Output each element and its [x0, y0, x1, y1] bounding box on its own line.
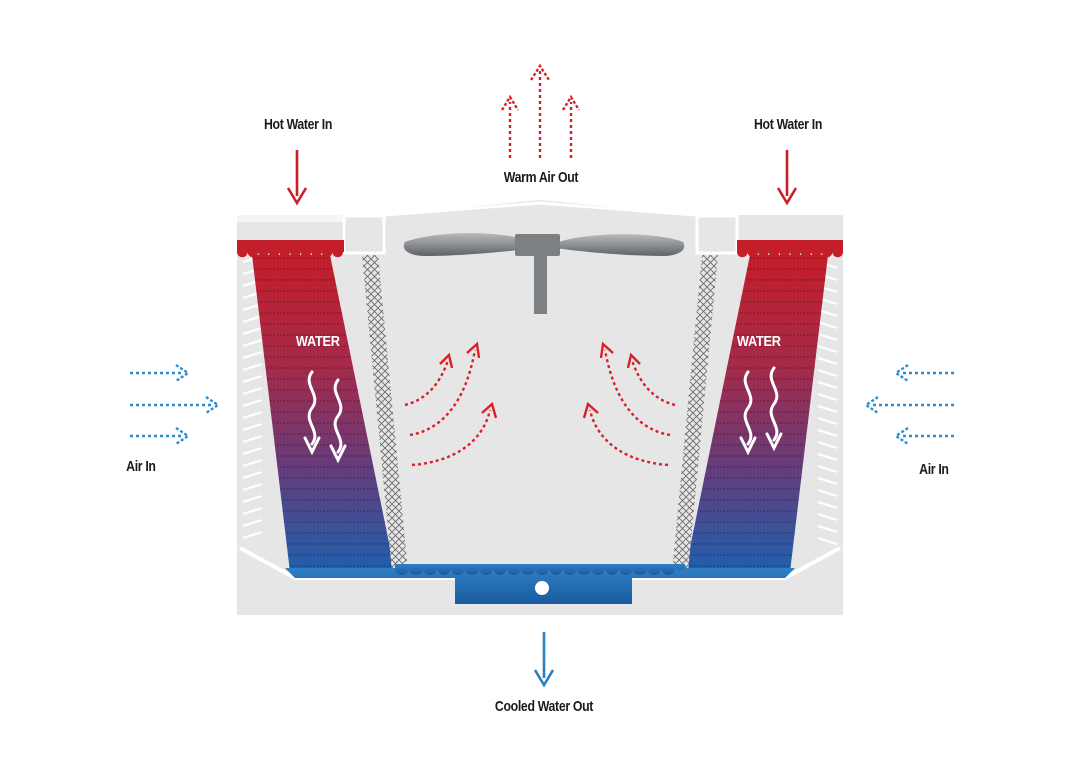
- air-in-right-arrows: [863, 364, 954, 445]
- internal-airflow-left: [404, 349, 492, 467]
- wavy-arrow-icon: [303, 366, 783, 464]
- left-drift-eliminator: [362, 255, 408, 572]
- water-right-label: WATER: [736, 333, 781, 350]
- left-corner-box: [342, 214, 386, 255]
- internal-airflow-right-heads: [582, 341, 641, 419]
- right-corner-box: [695, 214, 739, 255]
- internal-airflow-left-heads: [439, 341, 498, 419]
- air-in-left-label: Air In: [126, 458, 156, 475]
- hot-water-in-right-arrow: [776, 150, 798, 206]
- air-in-right-label: Air In: [919, 461, 949, 478]
- water-left-label: WATER: [295, 333, 340, 350]
- warm-air-out-arrows: [500, 63, 581, 158]
- cold-water-basin: [239, 546, 841, 604]
- hot-water-in-left-arrow: [286, 150, 308, 206]
- hot-water-in-right-label: Hot Water In: [753, 116, 823, 133]
- air-in-left-arrows: [130, 364, 221, 445]
- cooled-water-out-arrow: [533, 632, 555, 688]
- drain-outlet: [535, 581, 549, 595]
- right-drift-eliminator: [672, 255, 718, 572]
- hot-water-in-left-label: Hot Water In: [263, 116, 333, 133]
- warm-air-out-label: Warm Air Out: [503, 169, 579, 186]
- fan-icon: [403, 233, 685, 314]
- internal-airflow-right: [588, 349, 676, 467]
- cooled-water-out-label: Cooled Water Out: [494, 698, 594, 715]
